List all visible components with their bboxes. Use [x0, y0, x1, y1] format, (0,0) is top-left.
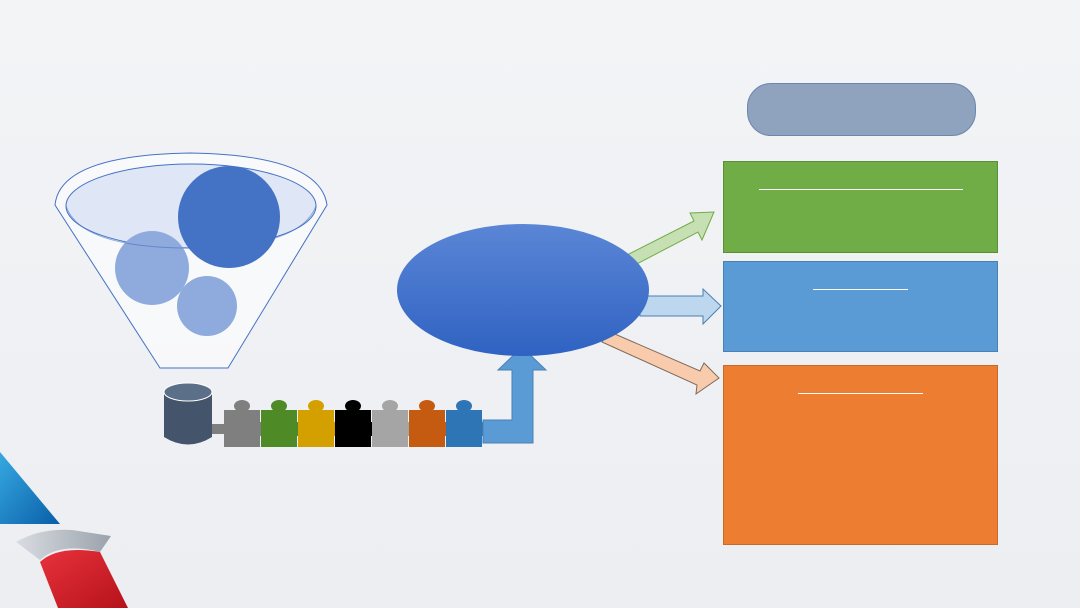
puzzle-piece-5 [372, 400, 414, 447]
header-pill [747, 83, 976, 136]
puzzle-piece-7 [446, 400, 488, 447]
funnel-circle-small [177, 276, 237, 336]
output-box-top [723, 161, 998, 253]
puzzle-piece-3 [298, 400, 340, 447]
funnel-circle-large [178, 166, 280, 268]
puzzle-piece-1 [224, 400, 266, 447]
output-box-middle [723, 261, 998, 352]
central-node-label-area [397, 225, 648, 355]
funnel [54, 152, 328, 369]
arrow-to-top-box [624, 211, 715, 268]
arrow-to-bottom-box [601, 330, 720, 396]
puzzle-piece-2 [261, 400, 303, 447]
box-bottom-underline [798, 393, 923, 394]
database-icon [163, 382, 224, 445]
corner-logo [0, 452, 128, 608]
arrow-up [482, 346, 548, 444]
arrow-to-middle-box [639, 287, 722, 326]
box-top-underline [758, 189, 963, 190]
funnel-rim-overlay [65, 205, 317, 249]
puzzle-piece-6 [409, 400, 451, 447]
box-middle-underline [813, 289, 908, 290]
central-ellipse [397, 224, 649, 356]
funnel-circle-medium [115, 231, 189, 305]
output-box-bottom [723, 365, 998, 545]
puzzle-piece-4 [335, 400, 377, 447]
puzzle-chain [224, 400, 488, 447]
